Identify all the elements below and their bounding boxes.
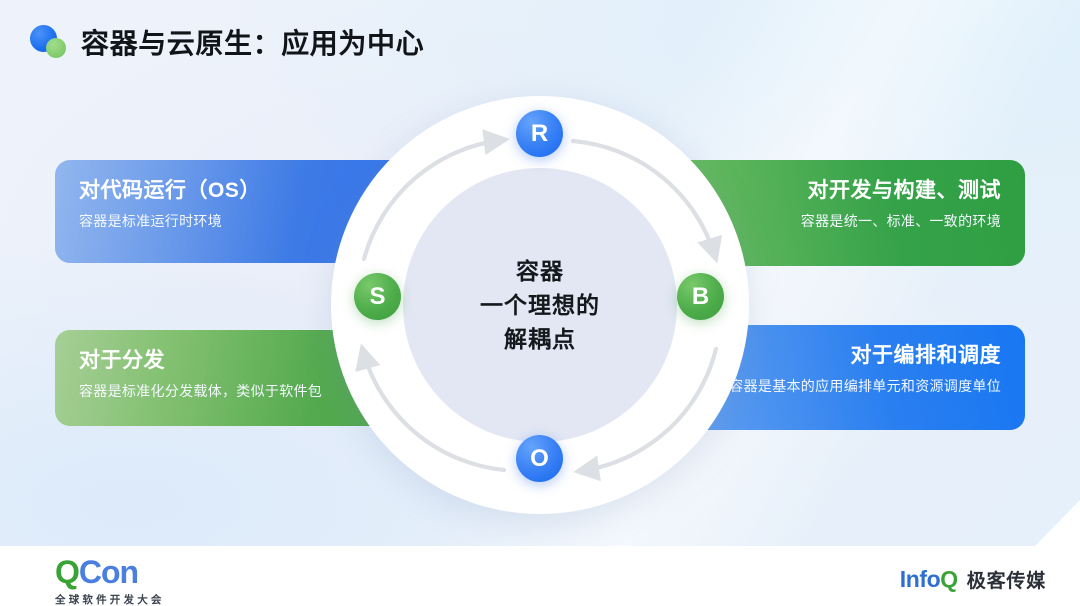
center-line-1: 容器	[516, 257, 564, 284]
card-subtitle: 容器是标准运行时环境	[79, 213, 222, 230]
card-subtitle: 容器是基本的应用编排单元和资源调度单位	[729, 378, 1001, 395]
infoq-logo: InfoQ 极客传媒	[900, 566, 1046, 593]
slide-header: 容器与云原生：应用为中心	[30, 22, 424, 62]
cycle-arrows-icon	[355, 129, 723, 482]
page-title: 容器与云原生：应用为中心	[81, 28, 425, 59]
node-b[interactable]: B	[677, 273, 724, 320]
infoq-letters-info: Info	[899, 566, 941, 592]
green-dot-icon	[46, 38, 66, 58]
node-r[interactable]: R	[516, 110, 563, 157]
card-title: 对开发与构建、测试	[807, 179, 1001, 202]
infoq-brand-cn: 极客传媒	[966, 571, 1046, 592]
qcon-logo: QCon 全球软件开发大会	[55, 556, 165, 606]
qcon-letters-con: Con	[78, 554, 139, 590]
node-s[interactable]: S	[354, 273, 401, 320]
infoq-letter-q: Q	[940, 566, 958, 592]
center-line-2: 一个理想的	[480, 291, 600, 318]
qcon-wordmark: QCon	[55, 556, 165, 588]
infoq-wordmark: InfoQ	[900, 568, 958, 591]
qcon-letter-q: Q	[55, 554, 80, 590]
slide-footer	[0, 546, 1080, 606]
node-o[interactable]: O	[516, 435, 563, 482]
center-line-3: 解耦点	[504, 326, 576, 353]
cycle-diagram: 容器 一个理想的 解耦点 R B O S	[291, 83, 788, 527]
card-title: 对于分发	[79, 349, 165, 372]
diagram-center-label: 容器 一个理想的 解耦点	[403, 168, 677, 442]
blue-green-dots-icon	[30, 23, 68, 61]
card-subtitle: 容器是标准化分发载体，类似于软件包	[79, 383, 323, 400]
card-title: 对于编排和调度	[850, 344, 1001, 367]
diagram-inner-disc	[403, 168, 677, 442]
card-title: 对代码运行（OS）	[79, 179, 261, 202]
card-subtitle: 容器是统一、标准、一致的环境	[800, 213, 1001, 230]
qcon-tagline: 全球软件开发大会	[55, 594, 165, 606]
